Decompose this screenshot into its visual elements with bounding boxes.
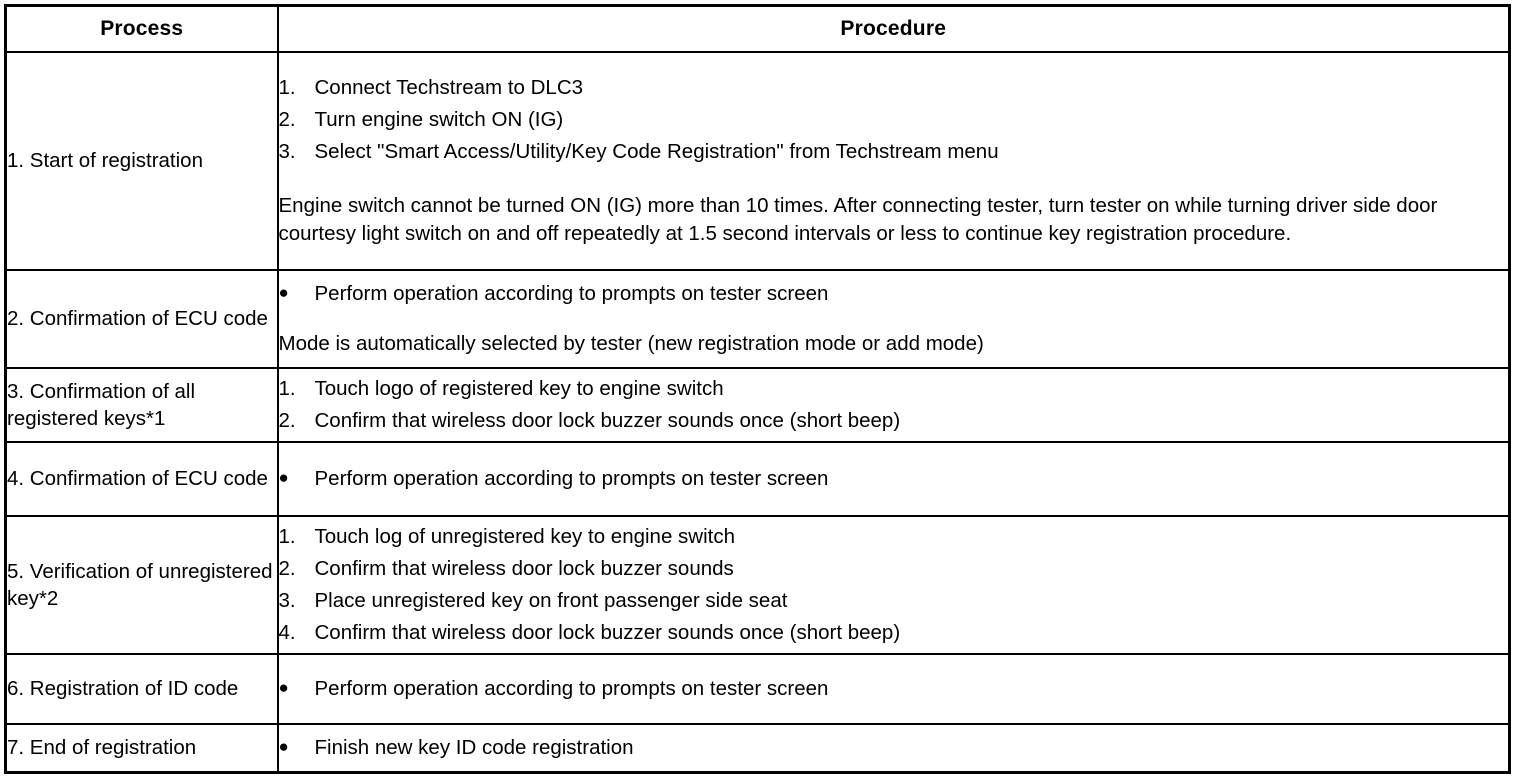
bullet-icon: ● [278,736,289,756]
bullet-text: Perform operation according to prompts o… [314,466,829,490]
bullet-icon: ● [278,282,289,302]
table-body: 1. Start of registration 1. Connect Tech… [4,51,1511,774]
table-row: 5. Verification of unregistered key*2 1.… [4,515,1511,655]
step-marker: 2. [278,107,296,131]
step-marker: 1. [278,75,296,99]
numbered-step-list-1: 1. Connect Techstream to DLC3 2. Turn en… [279,74,1509,166]
procedure-cell-2: ● Perform operation according to prompts… [276,269,1511,369]
list-item: 4. Confirm that wireless door lock buzze… [279,619,1509,647]
table-row: 6. Registration of ID code ● Perform ope… [4,653,1511,725]
step-text: Touch log of unregistered key to engine … [314,524,736,548]
process-cell-3: 3. Confirmation of all registered keys*1 [4,367,279,443]
step-text: Turn engine switch ON (IG) [314,107,564,131]
step-marker: 1. [278,524,296,548]
table-header-row: Process Procedure [4,4,1511,53]
table-row: 3. Confirmation of all registered keys*1… [4,367,1511,443]
list-item: 2. Confirm that wireless door lock buzze… [279,555,1509,583]
list-item: 2. Confirm that wireless door lock buzze… [279,407,1509,435]
table-row: 1. Start of registration 1. Connect Tech… [4,51,1511,271]
process-cell-6: 6. Registration of ID code [4,653,279,725]
list-item: ● Perform operation according to prompts… [279,280,1509,308]
column-header-process: Process [4,4,279,53]
procedure-cell-6: ● Perform operation according to prompts… [276,653,1511,725]
step-text: Connect Techstream to DLC3 [314,75,584,99]
step-marker: 3. [278,139,296,163]
procedure-cell-5: 1. Touch log of unregistered key to engi… [276,515,1511,655]
numbered-step-list-3: 1. Touch logo of registered key to engin… [279,375,1509,435]
table-header: Process Procedure [4,4,1511,53]
key-registration-procedure-table: Process Procedure 1. Start of registrati… [4,4,1511,774]
list-item: 1. Touch log of unregistered key to engi… [279,523,1509,551]
process-cell-2: 2. Confirmation of ECU code [4,269,279,369]
process-cell-1: 1. Start of registration [4,51,279,271]
step-marker: 2. [278,409,296,432]
numbered-step-list-5: 1. Touch log of unregistered key to engi… [279,523,1509,647]
procedure-cell-1: 1. Connect Techstream to DLC3 2. Turn en… [276,51,1511,271]
step-text: Confirm that wireless door lock buzzer s… [314,409,901,432]
table-row: 4. Confirmation of ECU code ● Perform op… [4,441,1511,517]
bullet-text: Perform operation according to prompts o… [314,676,829,700]
procedure-cell-4: ● Perform operation according to prompts… [276,441,1511,517]
bullet-list-7: ● Finish new key ID code registration [279,734,1509,762]
step-text: Touch logo of registered key to engine s… [314,376,724,400]
procedure-cell-3: 1. Touch logo of registered key to engin… [276,367,1511,443]
step-text: Confirm that wireless door lock buzzer s… [314,621,901,645]
bullet-icon: ● [278,467,289,487]
list-item: 1. Touch logo of registered key to engin… [279,375,1509,403]
step-marker: 2. [278,556,296,580]
procedure-cell-7: ● Finish new key ID code registration [276,723,1511,774]
process-cell-7: 7. End of registration [4,723,279,774]
bullet-list-6: ● Perform operation according to prompts… [279,675,1509,703]
list-item: 2. Turn engine switch ON (IG) [279,106,1509,134]
table-row: 7. End of registration ● Finish new key … [4,723,1511,774]
bullet-text: Perform operation according to prompts o… [314,281,829,305]
step-text: Confirm that wireless door lock buzzer s… [314,556,734,580]
bullet-text: Finish new key ID code registration [314,735,634,759]
step-text: Place unregistered key on front passenge… [314,589,788,612]
step-text: Select "Smart Access/Utility/Key Code Re… [314,139,999,163]
list-item: 3. Place unregistered key on front passe… [279,587,1509,615]
step-marker: 4. [278,621,296,645]
table-row: 2. Confirmation of ECU code ● Perform op… [4,269,1511,369]
step-marker: 1. [278,376,296,400]
procedure-note-1: Engine switch cannot be turned ON (IG) m… [278,194,1438,246]
procedure-note-2: Mode is automatically selected by tester… [278,332,984,355]
column-header-procedure: Procedure [276,4,1511,53]
list-item: ● Finish new key ID code registration [279,734,1509,762]
list-item: ● Perform operation according to prompts… [279,675,1509,703]
list-item: 3. Select "Smart Access/Utility/Key Code… [279,138,1509,166]
step-marker: 3. [278,589,296,612]
list-item: ● Perform operation according to prompts… [279,465,1509,493]
bullet-list-2: ● Perform operation according to prompts… [279,280,1509,308]
list-item: 1. Connect Techstream to DLC3 [279,74,1509,102]
bullet-icon: ● [278,677,289,697]
process-cell-4: 4. Confirmation of ECU code [4,441,279,517]
bullet-list-4: ● Perform operation according to prompts… [279,465,1509,493]
process-cell-5: 5. Verification of unregistered key*2 [4,515,279,655]
